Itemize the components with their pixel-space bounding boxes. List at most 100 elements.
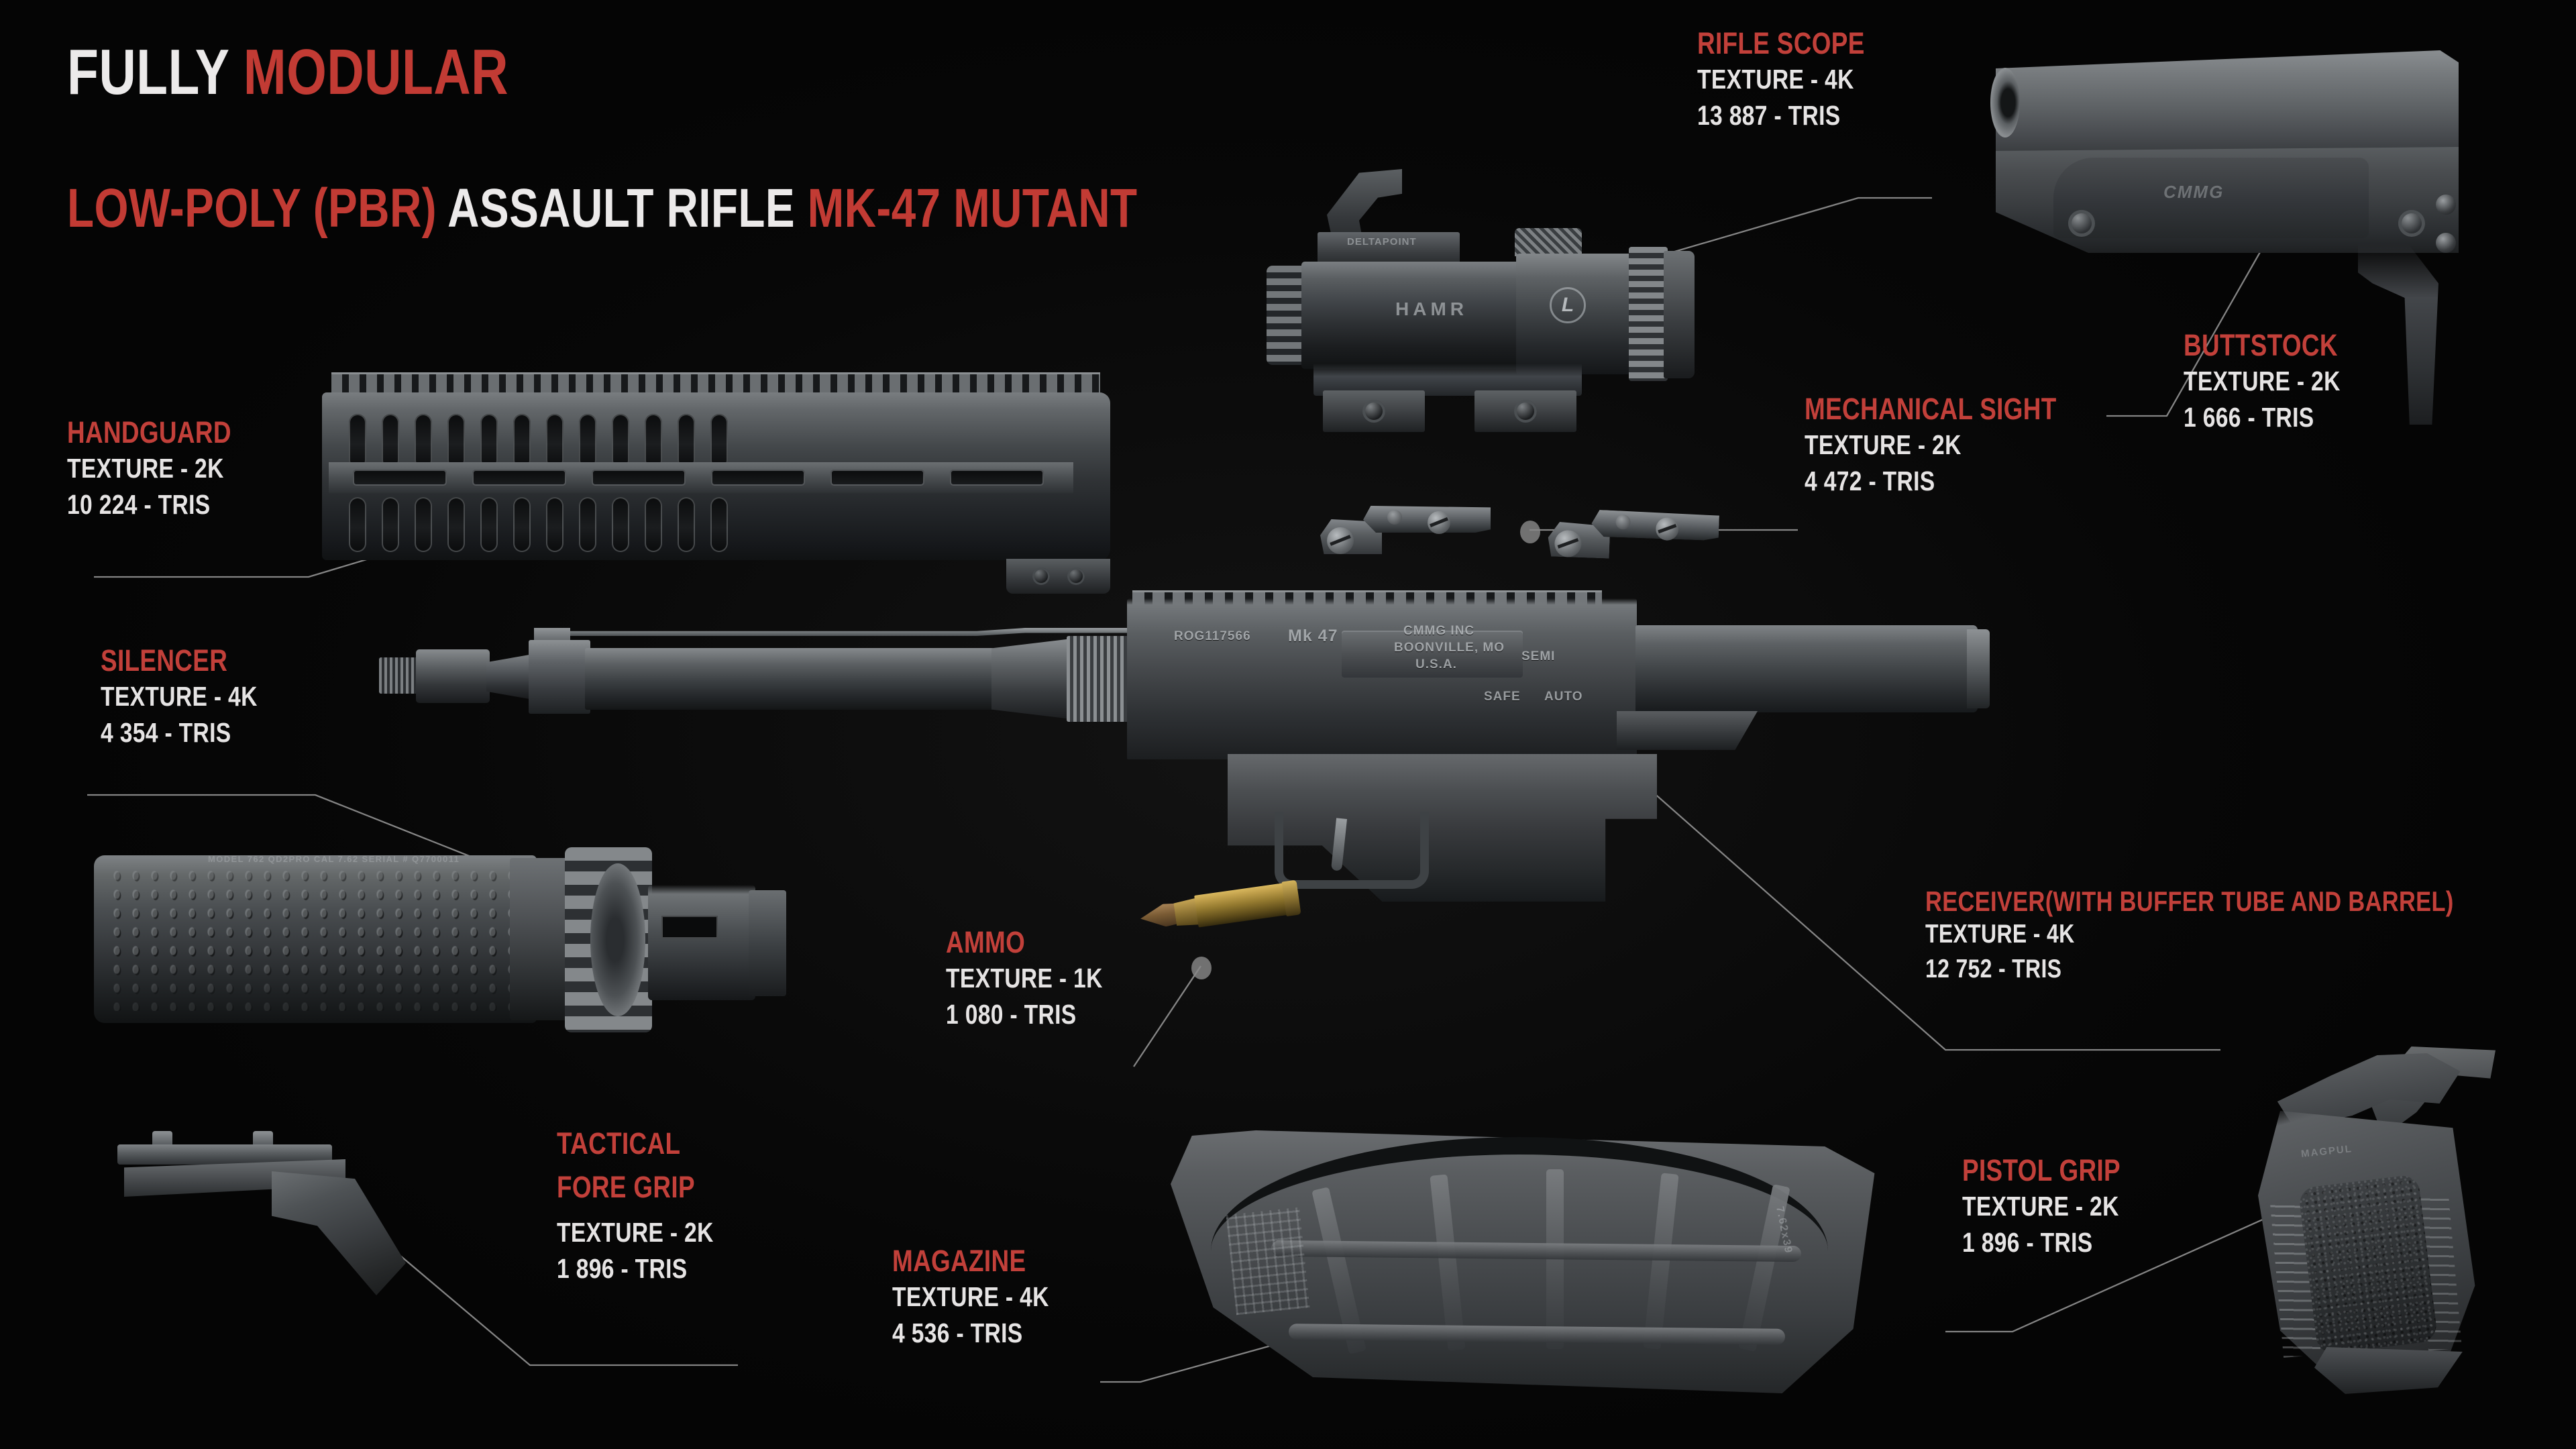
part-rifle-scope: DELTAPOINT HAMR L [1261,168,1771,449]
callout-pistolgrip-title: PISTOL GRIP [1962,1153,2121,1187]
scope-reflex-mark: DELTAPOINT [1347,236,1417,248]
callout-foregrip-texture: TEXTURE - 2K [557,1216,714,1248]
title-word-modular: MODULAR [243,36,508,108]
page-title-line1: FULLY MODULAR [67,40,508,105]
lower-receiver-tail [1617,711,1758,750]
muzzle-threads [379,657,421,694]
part-receiver-assembly: ROG117566 Mk 47 CMMG INC BOONVILLE, MO U… [349,590,2361,902]
silencer-collar-face [590,863,645,1016]
callout-ammo: AMMO TEXTURE - 1K 1 080 - TRIS [946,925,1137,1032]
callout-mechsight-texture: TEXTURE - 2K [1805,429,1962,460]
callout-buttstock-title: BUTTSTOCK [2184,328,2338,362]
callout-rifle-scope: RIFLE SCOPE TEXTURE - 4K 13 887 - TRIS [1697,26,1901,133]
mechanical-sight-front [1308,502,1509,554]
selector-label-semi: SEMI [1521,649,1556,663]
silencer-adapter-tip [749,890,786,996]
leader-ammo [1133,965,1201,1067]
callout-pistolgrip-tris: 1 896 - TRIS [1962,1226,2093,1258]
gas-tube [542,628,1146,636]
callout-receiver-tris: 12 752 - TRIS [1925,954,2062,983]
silencer-marking-text: MODEL 762 QD2PRO CAL 7.62 SERIAL # Q7700… [208,854,460,864]
callout-receiver-title: RECEIVER(WITH BUFFER TUBE AND BARREL) [1925,885,2454,917]
receiver-maker-line3: U.S.A. [1415,657,1457,672]
barrel-nut-threads [1067,636,1134,722]
buttstock-top-rail-face [1996,50,2459,151]
callout-handguard-texture: TEXTURE - 2K [67,452,224,484]
scope-ring-clamp-front [1323,390,1425,432]
handguard-mlok-band [329,462,1073,493]
part-handguard [322,372,1114,600]
callout-silencer-tris: 4 354 - TRIS [101,716,231,748]
part-magazine: 7.62x39 [1171,1130,1882,1399]
part-silencer: MODEL 762 QD2PRO CAL 7.62 SERIAL # Q7700… [80,835,832,1057]
anchor-dot-mechsight [1520,521,1540,543]
buffer-tube-end-cap [1967,629,1990,708]
scope-eyepiece [1267,266,1308,365]
selector-label-safe: SAFE [1484,690,1521,704]
callout-magazine: MAGAZINE TEXTURE - 4K 4 536 - TRIS [892,1244,1083,1351]
callout-foregrip-title-line1: TACTICAL [557,1126,681,1161]
page-title-line2: LOW-POLY (PBR) ASSAULT RIFLE MK-47 MUTAN… [67,181,1138,236]
buttstock-tube-opening [1990,68,2020,138]
callout-handguard: HANDGUARD TEXTURE - 2K 10 224 - TRIS [67,415,268,523]
callout-scope-tris: 13 887 - TRIS [1697,99,1841,131]
callout-buttstock-tris: 1 666 - TRIS [2184,401,2314,433]
buttstock-logo: CMMG [2163,182,2224,202]
receiver-model-mark: Mk 47 [1288,627,1338,645]
title-word-lowpoly: LOW-POLY (PBR) [67,178,448,239]
title-word-mk47: MK-47 MUTANT [807,178,1138,239]
callout-receiver: RECEIVER(WITH BUFFER TUBE AND BARREL) TE… [1925,885,2570,986]
receiver-maker-line1: CMMG INC [1403,624,1475,638]
callout-silencer-title: SILENCER [101,643,228,678]
callout-scope-texture: TEXTURE - 4K [1697,63,1854,95]
barrel-taper-front [486,654,533,700]
handguard-vent-row-top [349,414,728,469]
trigger-guard [1275,812,1429,889]
ammo-case-body [1194,883,1289,928]
part-pistol-grip: MAGPUL [2227,1046,2542,1409]
magazine-grip-texture [1226,1207,1310,1316]
foregrip-angled-handle [272,1171,406,1295]
callout-handguard-title: HANDGUARD [67,415,231,449]
callout-silencer-texture: TEXTURE - 4K [101,680,258,712]
barrel-front-section [416,649,490,703]
buffer-tube [1635,625,1978,712]
callout-pistol-grip: PISTOL GRIP TEXTURE - 2K 1 896 - TRIS [1962,1153,2155,1260]
callout-foregrip-tris: 1 896 - TRIS [557,1252,688,1284]
part-mechanical-sight [1308,490,1778,590]
callout-pistolgrip-texture: TEXTURE - 2K [1962,1190,2119,1222]
part-buttstock: CMMG [1990,50,2539,426]
scope-objective-lens [1664,251,1695,378]
selector-label-auto: AUTO [1544,690,1583,704]
handguard-mount-lug [1006,559,1110,594]
scope-elevation-turret [1515,228,1582,256]
silencer-dimple-texture [107,866,523,1011]
callout-tactical-fore-grip: TACTICAL FORE GRIP TEXTURE - 2K 1 896 - … [557,1126,748,1287]
callout-handguard-tris: 10 224 - TRIS [67,488,211,520]
handguard-picatinny-rail [331,372,1100,395]
mechanical-sight-rear [1536,504,1739,563]
title-word-assault-rifle: ASSAULT RIFLE [447,178,808,239]
callout-magazine-tris: 4 536 - TRIS [892,1317,1023,1348]
gas-block [529,640,590,714]
buttstock-bolt-front [2068,210,2095,237]
receiver-maker-line2: BOONVILLE, MO [1394,641,1505,655]
title-word-fully: FULLY [67,36,244,108]
pistolgrip-texture-pad [2298,1173,2438,1356]
scope-ring-clamp-rear [1474,390,1576,432]
ejection-port-cover [1342,631,1523,678]
callout-scope-title: RIFLE SCOPE [1697,26,1865,60]
upper-receiver [1127,598,1637,759]
handguard-vent-row-bottom [349,497,728,552]
callout-magazine-title: MAGAZINE [892,1244,1026,1278]
buttstock-screw-upper [2436,195,2456,215]
part-tactical-fore-grip [104,1127,453,1295]
buttstock-screw-lower [2436,233,2456,253]
callout-mechsight-tris: 4 472 - TRIS [1805,465,1935,496]
callout-buttstock: BUTTSTOCK TEXTURE - 2K 1 666 - TRIS [2184,328,2375,435]
silencer-brake-port [661,916,718,938]
callout-ammo-texture: TEXTURE - 1K [946,962,1103,994]
callout-foregrip-title-line2: FORE GRIP [557,1169,695,1204]
barrel-taper-rear [991,639,1072,719]
callout-mechanical-sight: MECHANICAL SIGHT TEXTURE - 2K 4 472 - TR… [1805,392,2112,499]
